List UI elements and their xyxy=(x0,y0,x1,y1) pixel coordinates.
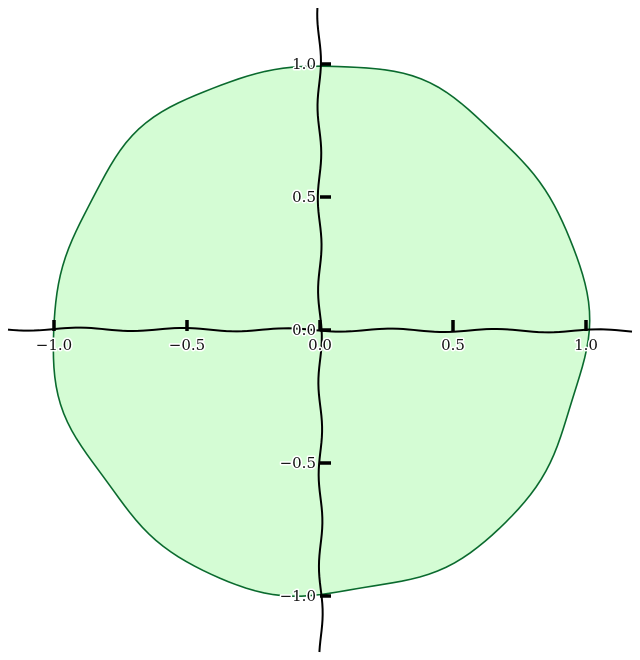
x-tick-label: 1.0 xyxy=(574,336,598,354)
x-tick-label: −0.5 xyxy=(169,336,205,354)
y-tick-label: −1.0 xyxy=(280,587,316,605)
y-tick-label: 1.0 xyxy=(292,55,316,73)
x-tick-label: 0.5 xyxy=(441,336,465,354)
y-tick-label: 0.5 xyxy=(292,188,316,206)
x-tick-label: −1.0 xyxy=(36,336,72,354)
y-tick-label: 0.0 xyxy=(292,321,316,339)
y-tick-label: −0.5 xyxy=(280,454,316,472)
x-tick-label: 0.0 xyxy=(308,336,332,354)
